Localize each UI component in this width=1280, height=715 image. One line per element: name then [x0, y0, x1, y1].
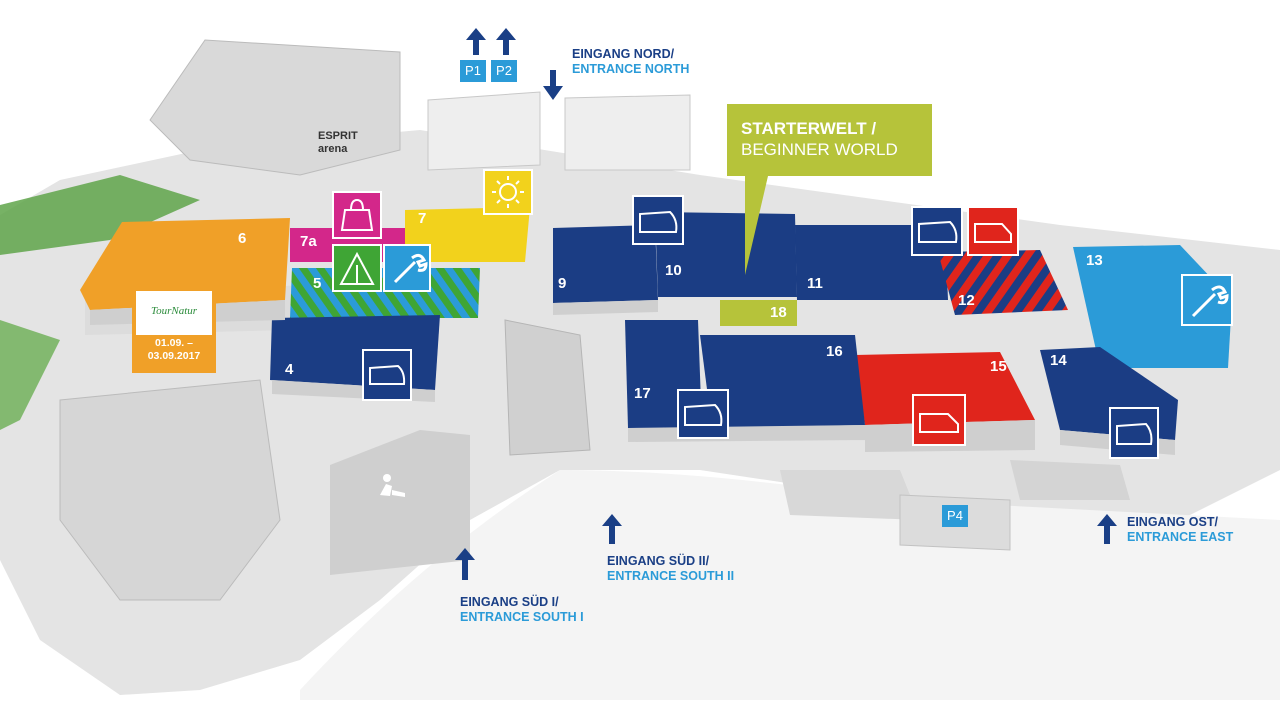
wrench-icon [383, 244, 431, 292]
hall-18 [720, 300, 797, 326]
tournatur-box: TourNatur 01.09. – 03.09.2017 [132, 287, 216, 373]
green-area-west [0, 175, 200, 255]
hall-label-18: 18 [770, 304, 787, 321]
esprit-arena-label: ESPRIT arena [318, 130, 358, 156]
hall-label-7: 7 [418, 210, 427, 227]
arena-line-1: ESPRIT [318, 130, 358, 142]
hall-label-7a: 7a [300, 233, 317, 250]
hall-label-13: 13 [1086, 252, 1103, 269]
arena-line-2: arena [318, 143, 348, 155]
callout-line-2: BEGINNER WORLD [741, 140, 898, 159]
parking-badge-p4: P4 [942, 505, 968, 527]
entrance-south-2-de: EINGANG SÜD II/ [607, 554, 710, 568]
tent-icon [332, 244, 382, 292]
hall-4 [270, 315, 440, 390]
tournatur-dates-start: 01.09. – [155, 337, 193, 349]
wrench-icon [1181, 274, 1233, 326]
north-hall-b [564, 94, 691, 171]
caravan-icon [677, 389, 729, 439]
hall-label-11: 11 [807, 275, 823, 292]
tournatur-logo: TourNatur [136, 291, 212, 335]
entrance-north-en: ENTRANCE NORTH [572, 62, 690, 76]
grey-block-east [1010, 460, 1130, 500]
grey-block-south [780, 470, 920, 520]
hall-label-16: 16 [826, 343, 843, 360]
caravan-icon [632, 195, 684, 245]
parking-badge-p2: P2 [491, 60, 517, 82]
entrance-south-1: EINGANG SÜD I/ ENTRANCE SOUTH I [460, 595, 584, 625]
starterwelt-callout: STARTERWELT / BEGINNER WORLD [727, 104, 932, 176]
hall-label-15: 15 [990, 358, 1007, 375]
tournatur-dates-end: 03.09.2017 [147, 350, 201, 362]
hall-label-12: 12 [958, 292, 975, 309]
entrance-north: EINGANG NORD/ ENTRANCE NORTH [572, 47, 689, 77]
construction-icon [380, 474, 405, 497]
arrow-down-icon [543, 70, 563, 100]
shopping-bag-icon [332, 191, 382, 239]
callout-pointer [745, 176, 768, 275]
hall-12 [938, 250, 1068, 315]
callout-line-1: STARTERWELT / [741, 119, 877, 138]
hall-label-5: 5 [313, 275, 322, 292]
hall-7 [405, 207, 530, 262]
road [300, 470, 1280, 700]
hall-label-10: 10 [665, 262, 682, 279]
hall-11 [795, 225, 948, 300]
hall-label-14: 14 [1050, 352, 1067, 369]
hall-label-6: 6 [238, 230, 247, 247]
office-tower [504, 319, 591, 456]
van-icon [912, 394, 966, 446]
entrance-north-de: EINGANG NORD/ [572, 47, 675, 61]
entrance-south-1-de: EINGANG SÜD I/ [460, 595, 559, 609]
hall-label-4: 4 [285, 361, 294, 378]
arrow-up-icon [455, 28, 1117, 580]
hall-label-17: 17 [634, 385, 651, 402]
entrance-east-de: EINGANG OST/ [1127, 515, 1218, 529]
entrance-south-2: EINGANG SÜD II/ ENTRANCE SOUTH II [607, 554, 734, 584]
north-hall-a [427, 91, 541, 171]
caravan-icon [362, 349, 412, 401]
parking-badge-p1: P1 [460, 60, 486, 82]
construction-area [330, 430, 470, 575]
hall-15 [855, 352, 1035, 425]
caravan-icon [911, 206, 963, 256]
sun-icon [483, 169, 533, 215]
entrance-east: EINGANG OST/ ENTRANCE EAST [1127, 515, 1233, 545]
green-strip [0, 320, 60, 430]
esprit-arena [149, 39, 401, 176]
hall-9 [553, 225, 658, 303]
grey-block-sw [59, 379, 281, 601]
hall-16 [700, 335, 865, 428]
hall-label-9: 9 [558, 275, 567, 292]
tournatur-brand: TourNatur [150, 305, 198, 317]
entrance-south-2-en: ENTRANCE SOUTH II [607, 569, 735, 583]
entrance-east-en: ENTRANCE EAST [1127, 530, 1234, 544]
entrance-south-1-en: ENTRANCE SOUTH I [460, 610, 584, 624]
caravan-icon [1109, 407, 1159, 459]
hall-10 [655, 212, 797, 297]
van-icon [967, 206, 1019, 256]
tournatur-dates: 01.09. – 03.09.2017 [132, 337, 216, 363]
